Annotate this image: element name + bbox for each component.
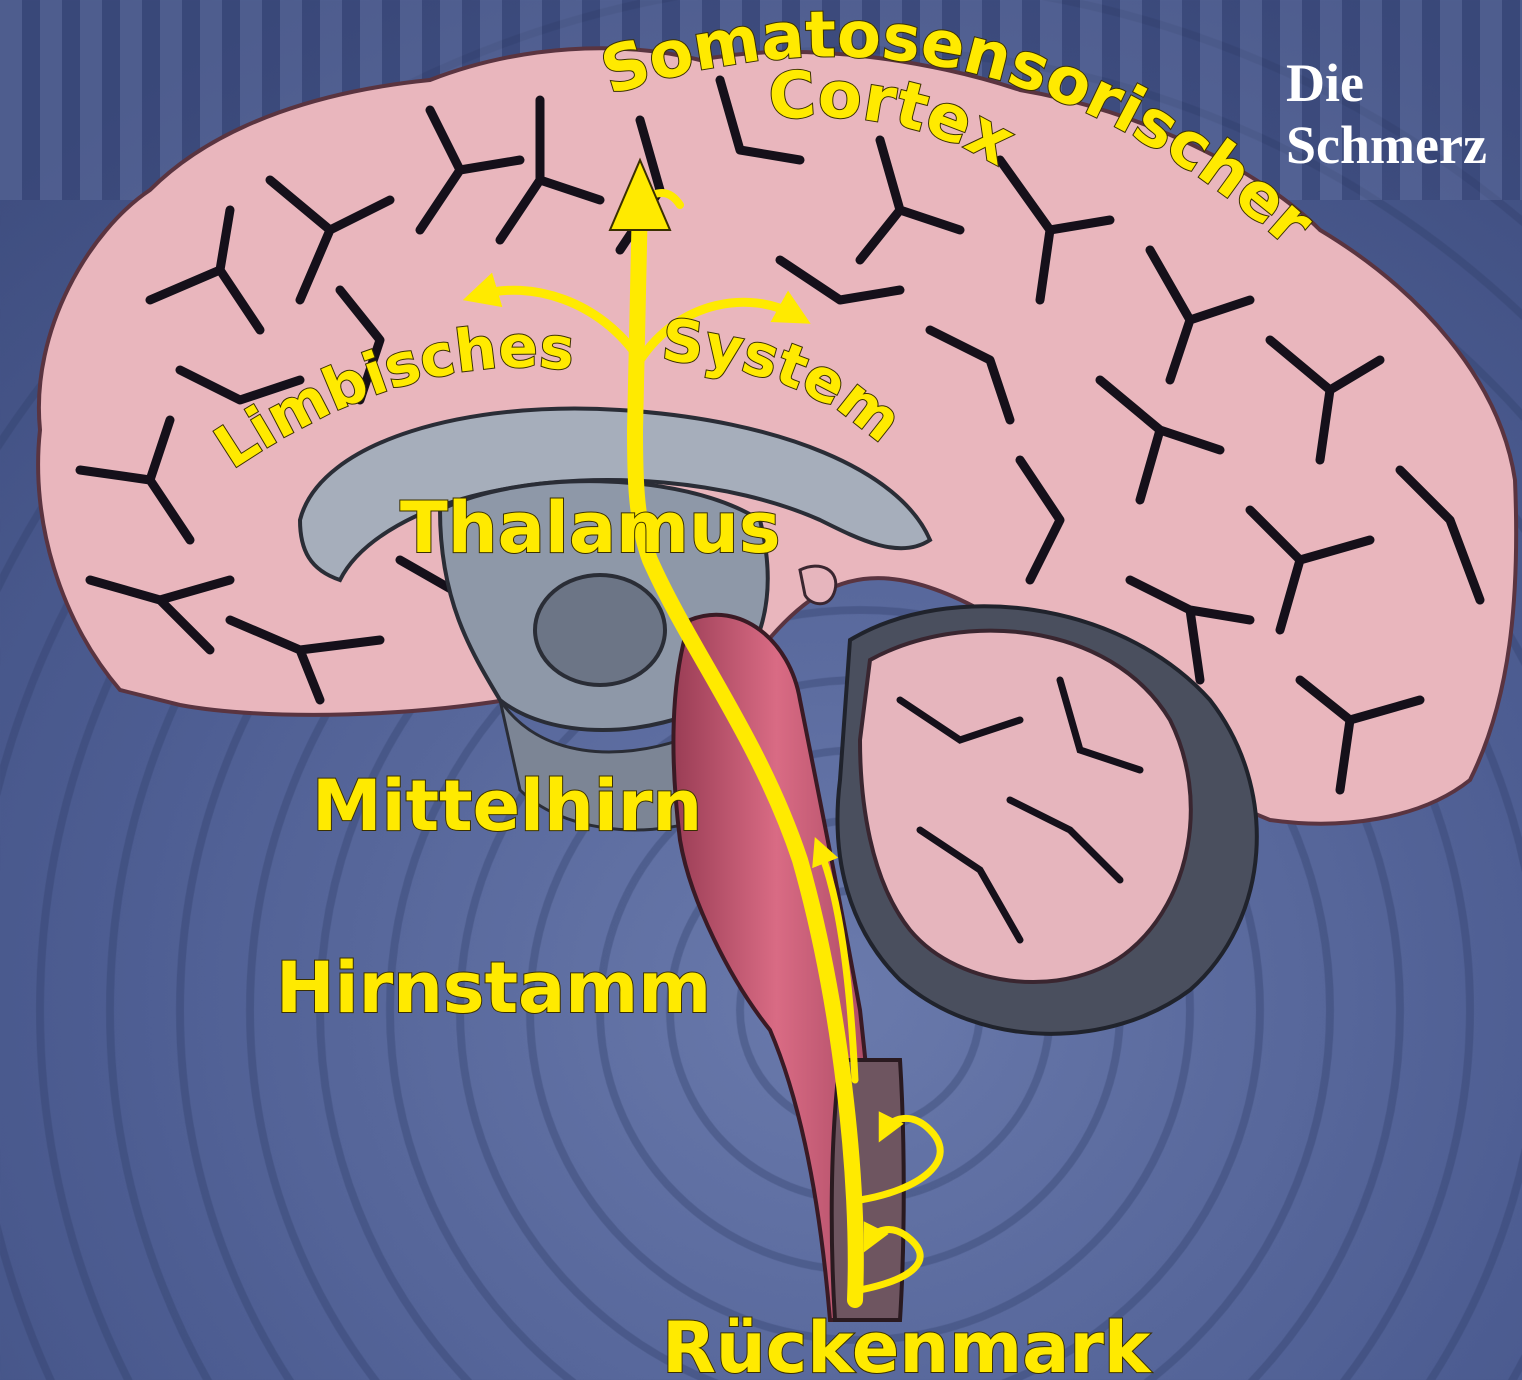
label-thalamus: Thalamus: [400, 487, 781, 569]
corner-title-line1: Die: [1286, 52, 1487, 114]
label-spinal-cord: Rückenmark: [662, 1307, 1152, 1380]
corner-title-line2: Schmerz: [1286, 114, 1487, 176]
thalamus-nucleus: [535, 575, 665, 685]
corner-title: Die Schmerz: [1286, 52, 1487, 176]
pineal-pink: [800, 566, 836, 604]
label-brainstem: Hirnstamm: [276, 947, 711, 1029]
label-midbrain: Mittelhirn: [312, 765, 702, 847]
